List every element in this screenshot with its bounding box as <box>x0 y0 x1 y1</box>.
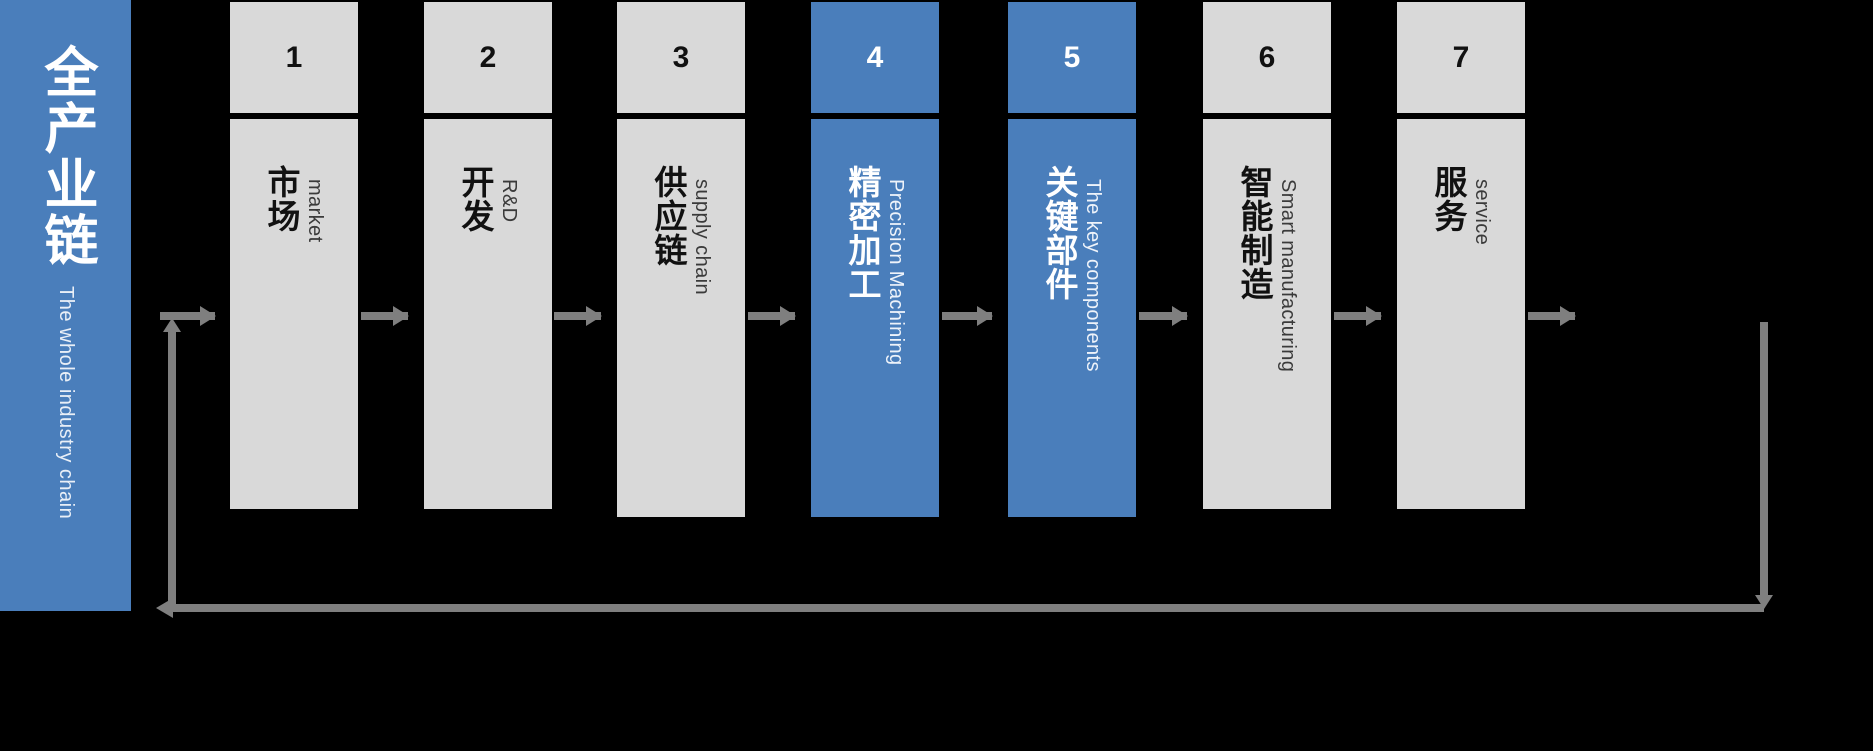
stage-number-2: 2 <box>424 2 552 113</box>
banner-industry-chain: 全产业链 The whole industry chain <box>0 0 131 611</box>
stage-label-cn-3: 供应链 <box>649 165 687 267</box>
stage-label-en-7: service <box>1470 179 1493 246</box>
stage-body-2: 开发 R&D <box>424 119 552 509</box>
stage-body-7: 服务 service <box>1397 119 1525 509</box>
stage-number-4: 4 <box>811 2 939 113</box>
forward-arrow-icon-4 <box>942 312 992 320</box>
forward-arrow-icon-3 <box>748 312 795 320</box>
forward-arrow-icon-6 <box>1334 312 1381 320</box>
stage-label-cn-5: 关键部件 <box>1040 165 1078 301</box>
stage-label-cn-7: 服务 <box>1429 165 1467 233</box>
stage-body-6: 智能制造 Smart manufacturing <box>1203 119 1331 509</box>
stage-number-7: 7 <box>1397 2 1525 113</box>
banner-title-cn: 全产业链 <box>36 44 97 268</box>
forward-arrow-icon-5 <box>1139 312 1187 320</box>
forward-arrow-icon-7 <box>1528 312 1575 320</box>
forward-arrow-icon-2 <box>554 312 601 320</box>
stage-number-3: 3 <box>617 2 745 113</box>
stage-label-en-5: The key components <box>1081 179 1104 372</box>
stage-label-en-4: Precision Machining <box>884 179 907 366</box>
stage-body-3: 供应链 supply chain <box>617 119 745 517</box>
stage-label-cn-1: 市场 <box>262 165 300 233</box>
forward-arrow-icon-0 <box>160 312 215 320</box>
stage-number-1: 1 <box>230 2 358 113</box>
banner-title-en: The whole industry chain <box>55 286 77 520</box>
stage-body-1: 市场 market <box>230 119 358 509</box>
feedback-vline-right <box>1760 322 1768 597</box>
stage-label-en-6: Smart manufacturing <box>1276 179 1299 373</box>
stage-label-cn-4: 精密加工 <box>843 165 881 301</box>
feedback-hline-bottom <box>172 604 1764 612</box>
stage-label-cn-6: 智能制造 <box>1235 165 1273 301</box>
stage-label-cn-2: 开发 <box>456 165 494 233</box>
forward-arrow-icon-1 <box>361 312 408 320</box>
stage-label-en-2: R&D <box>497 179 520 223</box>
stage-label-en-1: market <box>303 179 326 243</box>
stage-body-4: 精密加工 Precision Machining <box>811 119 939 517</box>
stage-number-5: 5 <box>1008 2 1136 113</box>
stage-body-5: 关键部件 The key components <box>1008 119 1136 517</box>
stage-number-6: 6 <box>1203 2 1331 113</box>
feedback-vline-left <box>168 330 176 605</box>
stage-label-en-3: supply chain <box>690 179 713 295</box>
